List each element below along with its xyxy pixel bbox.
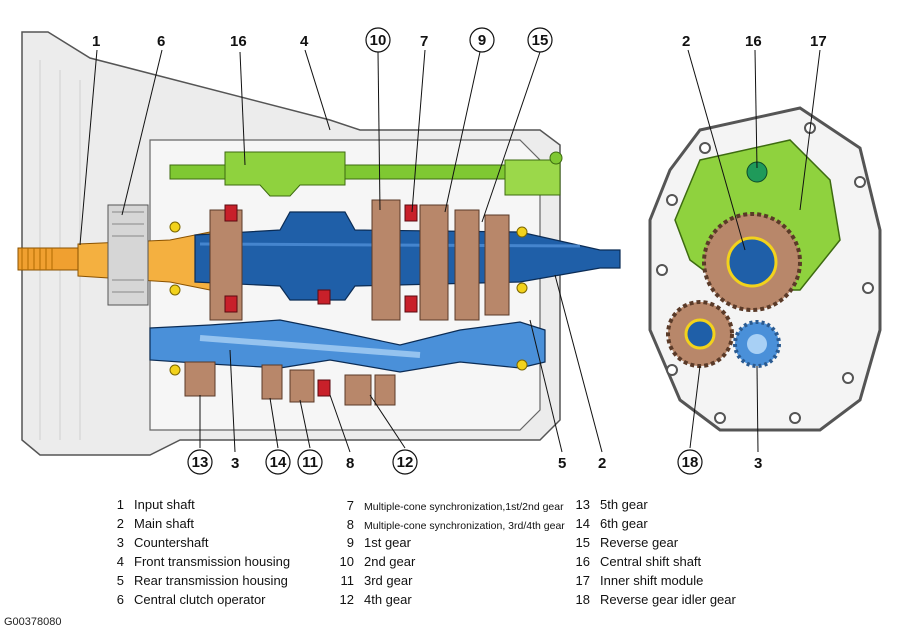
callout-6: 6 <box>157 33 165 50</box>
callout-15-circle <box>527 27 553 53</box>
callout-5: 5 <box>558 455 566 472</box>
callout-13-circle <box>187 449 213 475</box>
countershaft <box>149 319 546 373</box>
callout-17: 17 <box>810 33 827 50</box>
figure-code: G00378080 <box>4 616 62 628</box>
callout-2: 2 <box>598 455 606 472</box>
main-shaft-gear-end <box>702 212 802 312</box>
reverse-idler-gear-end <box>666 300 734 368</box>
central-shift-shaft <box>169 151 563 197</box>
callout-18-circle <box>677 449 703 475</box>
callout-4: 4 <box>300 33 309 50</box>
central-clutch-operator <box>107 204 149 306</box>
callout-16: 16 <box>230 33 247 50</box>
bearings <box>169 221 528 376</box>
callout-1: 1 <box>92 33 100 50</box>
callout-7: 7 <box>420 33 428 50</box>
callout-11-circle <box>297 449 323 475</box>
callout-2-end: 2 <box>682 33 690 50</box>
countershaft-gear-end <box>733 320 781 368</box>
synchronizers <box>224 204 418 397</box>
callout-14: 14 <box>270 454 287 471</box>
callout-18: 18 <box>682 454 699 471</box>
callout-10: 10 <box>370 32 387 49</box>
callout-12-circle <box>392 449 418 475</box>
callout-11: 11 <box>302 454 318 471</box>
callout-9: 9 <box>478 32 486 49</box>
callout-3-end: 3 <box>754 455 762 472</box>
callout-13: 13 <box>192 454 209 471</box>
callout-10-circle <box>365 27 391 53</box>
callout-15: 15 <box>532 32 549 49</box>
leader-lines <box>79 49 821 453</box>
callout-14-circle <box>265 449 291 475</box>
callout-9-circle <box>469 27 495 53</box>
callout-12: 12 <box>397 454 414 471</box>
callout-8: 8 <box>346 455 354 472</box>
callout-16-end: 16 <box>745 33 762 50</box>
main-shaft-gears <box>209 199 510 321</box>
transmission-diagram: 1 6 16 4 10 7 9 15 2 16 17 13 3 14 11 8 … <box>17 27 882 475</box>
callout-3: 3 <box>231 455 239 472</box>
